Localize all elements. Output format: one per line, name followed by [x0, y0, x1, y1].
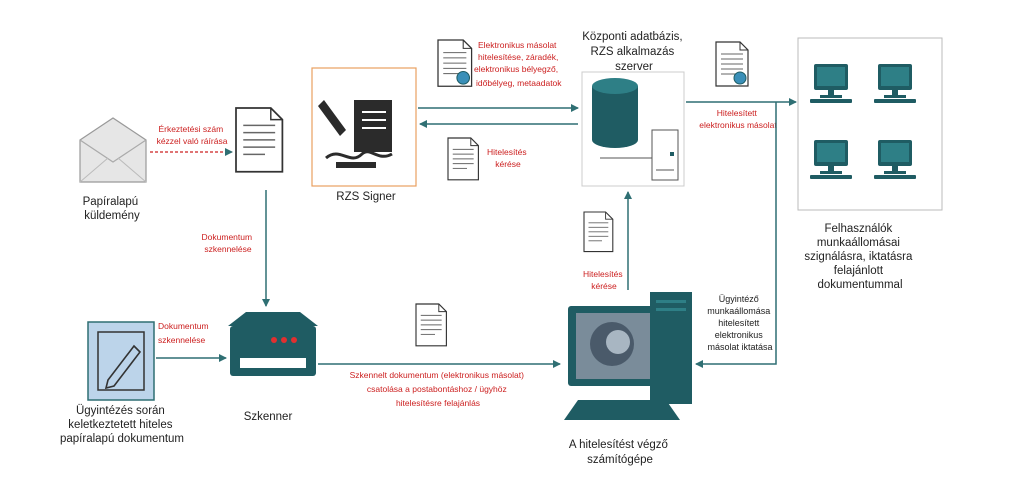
certificate-document-icon-2	[715, 41, 749, 87]
paper-document-label: Ügyintézés során keletkeztetett hiteles …	[60, 405, 184, 445]
request-document-icon-2	[583, 211, 614, 253]
server-tower-icon	[600, 129, 679, 181]
scanned-attach-annotation: Szkennelt dokumentum (elektronikus másol…	[350, 370, 527, 408]
workstations-box	[797, 37, 943, 211]
signature-pen-icon	[318, 100, 393, 168]
central-db-label: Központi adatbázis, RZS alkalmazás szerv…	[582, 31, 686, 73]
clerk-ws-annotation: Ügyintéző munkaállomása hitelesített ele…	[707, 294, 773, 352]
envelope-icon	[79, 117, 147, 183]
rzs-signer-label: RZS Signer	[336, 191, 396, 203]
auth-request-signer-annotation: Hitelesítés kérése	[487, 147, 529, 169]
scanner-label: Szkenner	[244, 411, 293, 423]
auth-copy-annotation: Hitelesített elektronikus másolat	[699, 108, 777, 130]
edit-document-icon	[97, 331, 145, 391]
authenticating-computer-icon	[564, 292, 692, 420]
paper-mail-label: Papíralapú küldemény	[83, 196, 142, 222]
arrow-server-to-clerk-pc	[695, 102, 777, 368]
scan-left-annotation: Dokumentum szkennelése	[158, 321, 211, 345]
scan-top-annotation: Dokumentum szkennelése	[202, 232, 255, 254]
arrival-stamp-annotation: Érkeztetési szám kézzel való ráírása	[157, 124, 228, 146]
database-icon	[592, 78, 638, 148]
auth-request-pc-annotation: Hitelesítés kérése	[583, 269, 625, 291]
to-server-annotation: Elektronikus másolat hitelesítése, zárad…	[474, 40, 562, 88]
workstations-label: Felhasználók munkaállomásai szignálásra,…	[804, 223, 915, 291]
certificate-document-icon	[437, 39, 473, 87]
auth-computer-label: A hitelesítést végző számítógépe	[569, 439, 671, 466]
scanned-document-icon	[415, 303, 447, 347]
scanner-icon	[228, 312, 318, 376]
document-icon	[235, 107, 284, 173]
request-document-icon	[447, 137, 479, 181]
